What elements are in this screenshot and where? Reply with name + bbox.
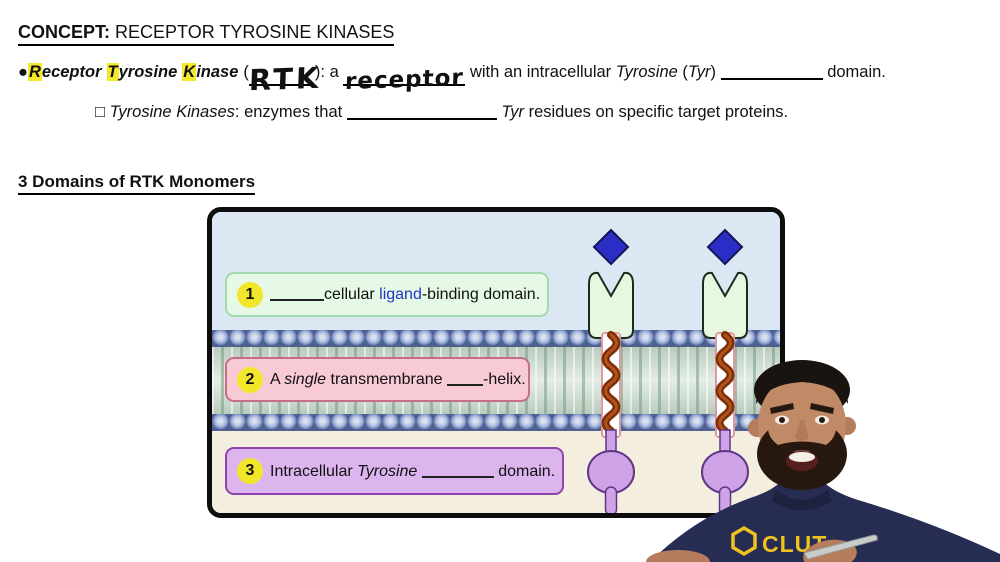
instructor-teeth [789,452,815,462]
instructor-eyebrow-left [770,403,794,414]
blank-enzyme-action [346,100,497,120]
square-bullet-icon: □ [95,103,110,121]
section-heading: 3 Domains of RTK Monomers [18,172,256,195]
cytoplasmic-tail [604,486,618,513]
blank-rtk: RTK [248,61,321,98]
shirt-collar [772,490,832,511]
lipid-heads-bottom-row [212,414,780,431]
blank-kinase [421,462,494,478]
rtk-monomer-right [701,228,749,513]
instructor-left-arm [646,550,710,562]
instructor-pupil-left [779,417,785,423]
concept-title-text: RECEPTOR TYROSINE KINASES [115,22,395,42]
alpha-helix-sheen [604,333,618,433]
instructor-nose [795,420,809,441]
ligand-link-word: ligand [379,286,422,303]
instructor-pupil-right [819,417,825,423]
instructor-hairline [756,364,848,404]
label-number-badge: 3 [237,458,263,484]
instructor-eyebrow-right [810,403,834,414]
paren-open: ( [243,63,249,81]
ligand-binding-domain [702,271,748,339]
handwritten-receptor: receptor [344,64,465,96]
lipid-heads-top-row [212,330,780,347]
clutch-hexagon-logo-icon [731,525,757,557]
ligand-binding-domain [588,271,634,339]
cytoplasmic-tail [718,486,732,513]
rtk-monomer-left [587,228,635,513]
handwritten-rtk: RTK [248,60,322,98]
ligand-diamond-icon [706,228,744,266]
instructor: CLUT [646,360,1000,562]
ligand-diamond-icon [592,228,630,266]
label-transmembrane-helix: 2 A single transmembrane -helix. [225,357,530,402]
blank-extra [270,285,324,301]
concept-label: CONCEPT: [18,22,116,42]
sub-term: Tyrosine Kinases [109,103,235,121]
blank-alpha [446,370,483,386]
term-receptor: Receptor [27,63,102,81]
term-tyrosine: Tyrosine [106,63,178,81]
bullet-icon: ● [18,63,28,81]
stylus-pen [803,534,878,560]
blank-domain [720,60,823,80]
label-intracellular-domain: 3 Intracellular Tyrosine domain. [225,447,564,495]
instructor-mustache [778,441,826,454]
label-extracellular-domain: 1 cellular ligand-binding domain. [225,272,549,317]
tyrosine-word: Tyrosine [615,63,678,81]
tyrosine-kinase-line: □ Tyrosine Kinases: enzymes that Tyr res… [95,100,788,122]
after-abbr: ): a [314,63,344,81]
end-text: domain. [822,63,886,81]
tyr-abbr: Tyr [687,63,711,81]
mid-text: with an intracellular [465,63,616,81]
rtk-monomer-diagram: 1 cellular ligand-binding domain. 2 A si… [207,207,785,518]
blank-receptor: receptor [343,64,466,96]
term-kinase: Kinase [182,63,239,81]
concept-title: CONCEPT: RECEPTOR TYROSINE KINASES [18,22,395,46]
alpha-helix-sheen [718,333,732,433]
label-number-badge: 1 [237,281,263,308]
label-number-badge: 2 [237,366,263,393]
sub-tyr: Tyr [496,103,524,121]
instructor-torso [650,476,1000,562]
